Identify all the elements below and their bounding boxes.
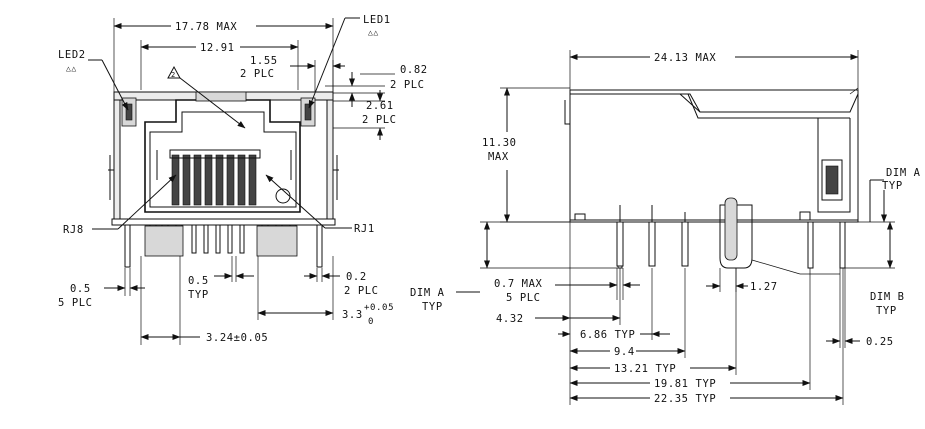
svg-text:△△: △△ bbox=[66, 64, 77, 73]
dim-led-height-qty: 2 PLC bbox=[390, 79, 425, 91]
side-housing bbox=[569, 89, 859, 223]
dim-overall-width: 17.78 MAX bbox=[175, 21, 237, 33]
dim-led-height: 0.82 bbox=[400, 64, 428, 76]
dim-shield-tab-tol-upper: +0.05 bbox=[364, 303, 394, 313]
svg-text:△△: △△ bbox=[368, 28, 379, 37]
dim-peg-1: 13.21 TYP bbox=[614, 363, 676, 375]
dim-pin-thickness: 0.2 bbox=[346, 271, 367, 283]
front-leads bbox=[124, 224, 323, 268]
dim-pin-diameter: 0.7 MAX bbox=[494, 278, 543, 290]
dim-a-left-qty: TYP bbox=[422, 301, 443, 313]
dim-led-width-qty: 2 PLC bbox=[240, 68, 275, 80]
dim-peg-3: 22.35 TYP bbox=[654, 393, 716, 405]
dim-shield-tab-tol-lower: 0 bbox=[368, 317, 374, 327]
label-led2: LED2 bbox=[58, 49, 86, 61]
dim-post-spacing: 1.27 bbox=[750, 281, 778, 293]
front-view: 17.78 MAX 12.91 1.55 2 PLC 0.82 2 PLC 2.… bbox=[58, 14, 428, 345]
dim-a-left: DIM A bbox=[410, 287, 445, 299]
dim-overall-depth: 24.13 MAX bbox=[654, 52, 716, 64]
dim-pin-spacing: 6.86 TYP bbox=[580, 329, 635, 341]
dim-a-right: DIM A bbox=[886, 167, 921, 179]
dim-b: DIM B bbox=[870, 291, 905, 303]
dim-b-qty: TYP bbox=[876, 305, 897, 317]
dim-a-right-qty: TYP bbox=[882, 180, 903, 192]
rj45-opening bbox=[144, 99, 301, 213]
note-marker: 2 bbox=[171, 71, 176, 79]
dim-pin-diameter-qty: 5 PLC bbox=[506, 292, 541, 304]
dim-led-spacing: 12.91 bbox=[200, 42, 235, 54]
dim-led-offset: 2.61 bbox=[366, 100, 394, 112]
dim-pin-row-offset: 3.24±0.05 bbox=[206, 332, 268, 344]
dim-pin-pitch-qty: TYP bbox=[188, 289, 209, 301]
dim-shield-tab: 3.3 bbox=[342, 309, 363, 321]
dim-tab-thickness: 0.25 bbox=[866, 336, 894, 348]
dim-pin-thickness-qty: 2 PLC bbox=[344, 285, 379, 297]
dim-led-offset-qty: 2 PLC bbox=[362, 114, 397, 126]
label-rj1: RJ1 bbox=[354, 223, 375, 235]
label-rj8: RJ8 bbox=[63, 224, 84, 236]
label-led1: LED1 bbox=[363, 14, 391, 26]
dim-pin-width-qty: 5 PLC bbox=[58, 297, 93, 309]
dim-height-qualifier: MAX bbox=[488, 151, 509, 163]
dim-led-width: 1.55 bbox=[250, 55, 278, 67]
dim-row-spacing: 9.4 bbox=[614, 346, 635, 358]
dim-height: 11.30 bbox=[482, 137, 517, 149]
dim-pin-offset: 4.32 bbox=[496, 313, 524, 325]
side-leads bbox=[616, 197, 846, 269]
dim-pin-width: 0.5 bbox=[70, 283, 91, 295]
dim-pin-pitch: 0.5 bbox=[188, 275, 209, 287]
side-view: 24.13 MAX 11.30 MAX DIM A TYP DIM B TYP … bbox=[410, 50, 921, 405]
dim-peg-2: 19.81 TYP bbox=[654, 378, 716, 390]
